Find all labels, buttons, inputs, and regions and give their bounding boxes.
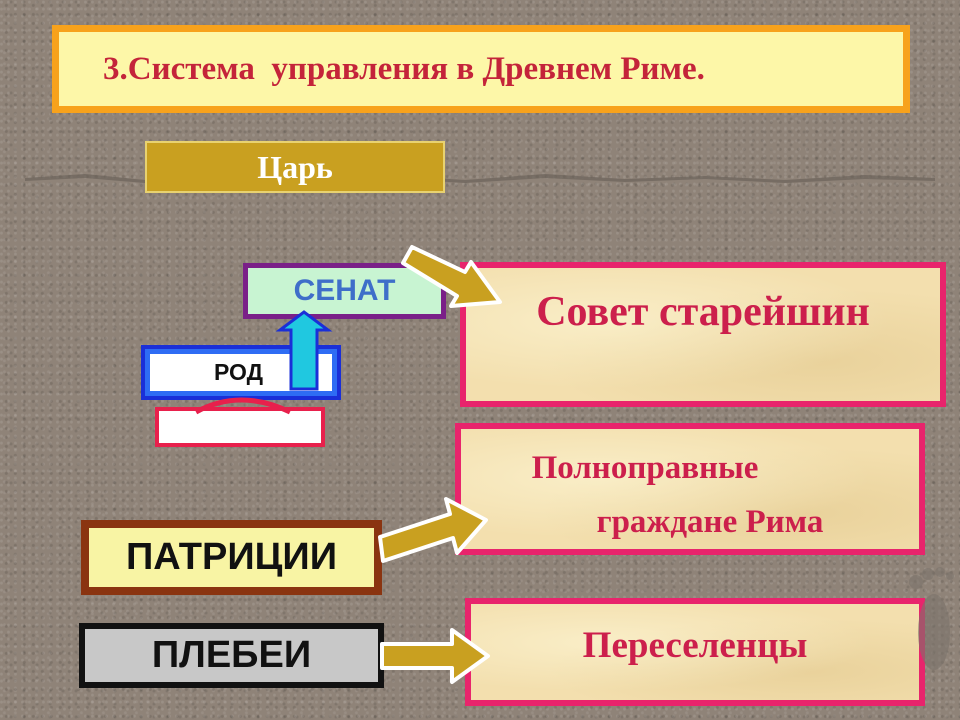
senate-label: СЕНАТ [293, 274, 396, 307]
clan-label: РОД [214, 359, 264, 385]
plebeians-box: ПЛЕБЕИ [79, 623, 384, 688]
settlers-box: Переселенцы [465, 598, 925, 706]
citizens-line-1: Полноправные [531, 450, 759, 486]
council-label: Совет старейшин [536, 289, 870, 335]
settlers-label: Переселенцы [582, 625, 808, 666]
family-box [155, 407, 325, 447]
patricians-label: ПАТРИЦИИ [125, 536, 338, 578]
citizens-box: Полноправные граждане Рима [455, 423, 925, 555]
tsar-box: Царь [145, 141, 445, 193]
plebeians-label: ПЛЕБЕИ [151, 634, 312, 676]
senate-box: СЕНАТ [243, 263, 446, 319]
decorative-crack [25, 174, 935, 183]
clan-box: РОД [141, 345, 341, 400]
tsar-label: Царь [257, 148, 333, 185]
slide-title: 3.Система управления в Древнем Риме. [103, 50, 705, 87]
footprint-icon [909, 567, 954, 670]
clan-inner: РОД [150, 354, 332, 391]
patricians-box: ПАТРИЦИИ [81, 520, 382, 595]
title-banner: 3.Система управления в Древнем Риме. [52, 25, 910, 113]
citizens-line-2: граждане Рима [596, 504, 824, 540]
council-box: Совет старейшин [460, 262, 946, 407]
